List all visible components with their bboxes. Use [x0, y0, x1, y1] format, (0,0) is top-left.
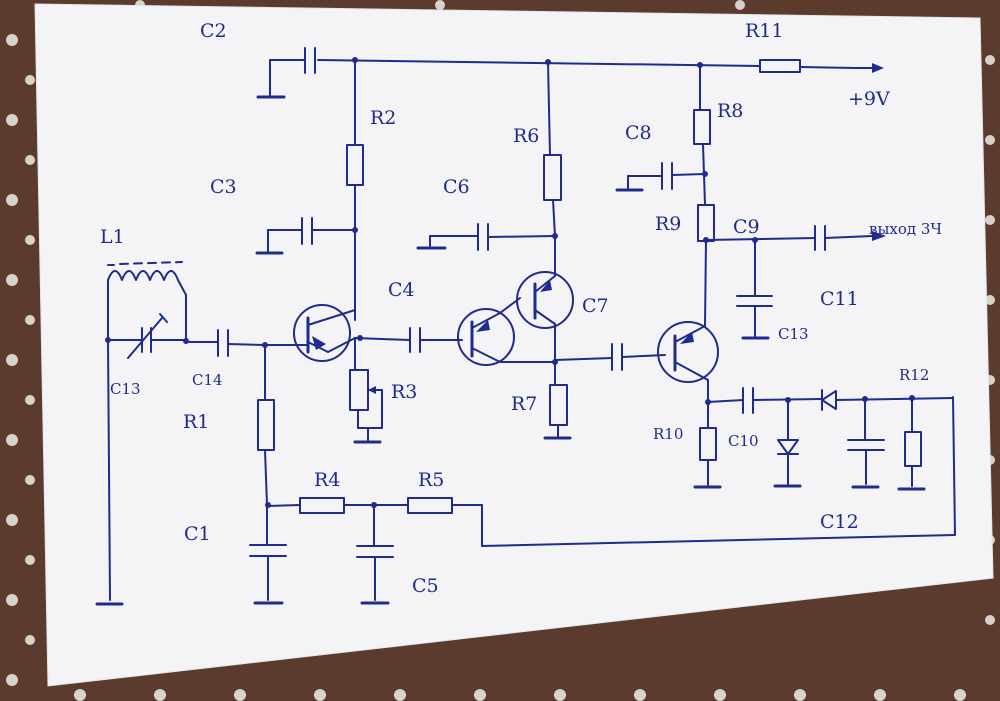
diode-d1	[773, 399, 802, 488]
capacitor-c2	[304, 47, 316, 74]
label-output: выход 3Ч	[869, 220, 942, 238]
resistor-r7	[543, 384, 572, 440]
label-c12: C12	[820, 511, 859, 533]
label-r7: R7	[511, 393, 537, 415]
resistor-r6	[543, 61, 562, 237]
label-c6: C6	[443, 176, 470, 198]
label-c5: C5	[412, 575, 439, 597]
resistor-r2	[346, 144, 364, 186]
label-r4: R4	[314, 469, 340, 491]
label-supply: +9V	[848, 88, 890, 110]
transistor-t1	[264, 304, 356, 362]
junction-dots	[105, 57, 915, 508]
resistor-r11	[759, 59, 801, 73]
trimmer-capacitor-c13	[107, 313, 187, 359]
resistor-r10	[693, 379, 722, 489]
capacitor-c4	[409, 327, 463, 353]
capacitor-c12	[847, 398, 885, 489]
label-l1: L1	[100, 226, 125, 248]
paper-sheet	[34, 3, 994, 687]
label-r11: R11	[745, 20, 783, 42]
resistor-r1	[257, 344, 275, 506]
label-c13-trimmer: C13	[110, 380, 141, 398]
label-c8: C8	[625, 122, 652, 144]
inductor-l1	[107, 261, 187, 341]
resistor-r12	[897, 397, 926, 491]
label-r12: R12	[899, 366, 929, 384]
label-r9: R9	[655, 213, 681, 235]
label-r10: R10	[653, 425, 683, 443]
input-ground-line	[95, 339, 124, 606]
supply-rail	[256, 59, 856, 99]
transistor-t4	[657, 239, 719, 383]
feedback-line	[481, 396, 956, 547]
supply-arrow	[854, 63, 884, 73]
resistor-r5	[407, 497, 483, 547]
label-c3: C3	[210, 176, 237, 198]
label-c11: C11	[820, 288, 859, 310]
label-r5: R5	[418, 469, 444, 491]
label-r3: R3	[391, 381, 417, 403]
output-coupling	[705, 225, 886, 251]
label-r2: R2	[370, 107, 396, 129]
capacitor-c5	[356, 504, 394, 605]
transistor-t3	[516, 235, 574, 386]
label-r8: R8	[717, 100, 743, 122]
stage1-emitter-node	[327, 337, 411, 371]
capacitor-c14	[185, 329, 266, 357]
capacitor-c6	[416, 223, 556, 251]
label-c4: C4	[388, 279, 415, 301]
capacitor-c3	[255, 217, 356, 255]
potentiometer-r3	[349, 369, 383, 444]
label-c7: C7	[582, 295, 609, 317]
capacitor-c1	[249, 504, 287, 605]
label-c13-output: C13	[778, 325, 809, 343]
transistor-t2	[457, 297, 556, 366]
label-c1: C1	[184, 523, 211, 545]
capacitor-c13-output	[736, 239, 773, 340]
diode-d2	[821, 389, 954, 411]
label-c9: C9	[733, 216, 760, 238]
capacitor-c8	[615, 162, 706, 192]
label-c2: C2	[200, 20, 227, 42]
label-c14: C14	[192, 371, 223, 389]
label-r6: R6	[513, 125, 539, 147]
label-c10: C10	[728, 432, 759, 450]
label-r1: R1	[183, 411, 209, 433]
